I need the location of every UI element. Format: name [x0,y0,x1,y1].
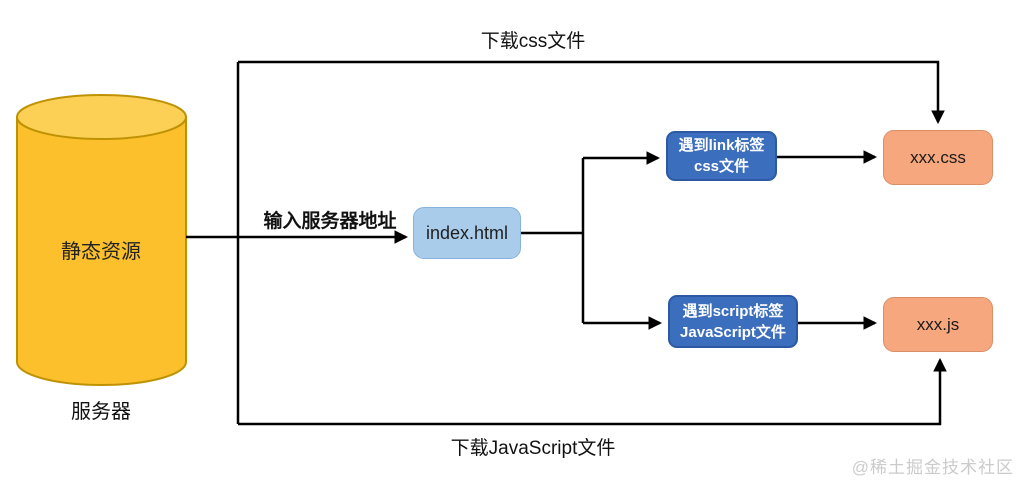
node-index-html: index.html [413,207,521,259]
arrow-download-js [238,357,947,426]
edge-label-download-css: 下载css文件 [480,31,586,52]
node-css-file-label: xxx.css [910,147,966,167]
server-cylinder-top [16,94,187,140]
node-link-tag-line2: css文件 [693,158,750,175]
server-cylinder [16,94,187,386]
node-link-tag: 遇到link标签 css文件 [666,131,777,181]
node-script-tag-line1: 遇到script标签 [682,302,784,320]
server-caption: 服务器 [71,401,131,423]
edge-label-enter-server-address: 输入服务器地址 [263,211,397,232]
arrow-download-css [238,60,945,125]
node-script-tag-line2: JavaScript文件 [680,323,786,341]
node-css-file: xxx.css [883,130,993,185]
node-js-file-label: xxx.js [916,314,960,334]
edge-label-download-js: 下载JavaScript文件 [450,438,616,459]
node-link-tag-line1: 遇到link标签 [678,137,765,154]
server-cylinder-label: 静态资源 [61,241,141,263]
node-js-file: xxx.js [883,297,993,352]
node-index-html-label: index.html [425,222,509,243]
node-script-tag: 遇到script标签 JavaScript文件 [668,295,798,348]
watermark: @稀土掘金技术社区 [851,458,1014,477]
server-cylinder-body [16,116,187,386]
